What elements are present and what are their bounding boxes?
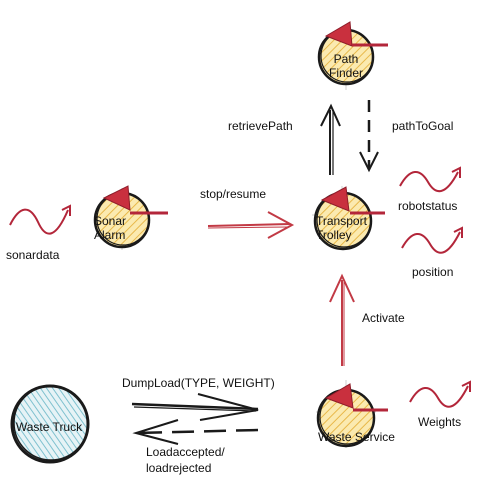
transport-trolley-node[interactable] <box>312 186 385 251</box>
waste-service-node[interactable] <box>316 380 388 448</box>
retrieve-path-label: retrievePath <box>228 119 293 133</box>
sonar-alarm-label-line1: Sonar <box>94 214 127 228</box>
robotstatus-label: robotstatus <box>398 199 458 213</box>
waste-service-label: Waste Service <box>318 430 410 444</box>
path-to-goal-arrow <box>359 100 379 173</box>
sonardata-label: sonardata <box>6 248 60 262</box>
transport-trolley-label: Transport Trolley <box>316 214 380 242</box>
path-finder-label-line2: Finder <box>328 66 363 80</box>
load-reply-label-line2: loadrejected <box>146 461 212 475</box>
path-to-goal-label: pathToGoal <box>392 119 454 133</box>
waste-truck-node[interactable] <box>10 384 90 464</box>
dump-load-label: DumpLoad(TYPE, WEIGHT) <box>122 376 275 390</box>
waste-service-label-line1: Waste Service <box>318 430 395 444</box>
sonar-alarm-node[interactable] <box>93 185 168 250</box>
stop-resume-label: stop/resume <box>200 187 267 201</box>
transport-trolley-label-line1: Transport <box>316 214 367 228</box>
weights-stream-icon <box>409 380 471 408</box>
path-finder-label: Path Finder <box>322 52 370 80</box>
activate-label: Activate <box>362 311 405 325</box>
robotstatus-stream-icon <box>399 166 461 193</box>
path-finder-label-line1: Path <box>333 52 359 66</box>
dump-load-arrow <box>131 393 259 421</box>
load-reply-label-line1: Loadaccepted/ <box>146 445 225 459</box>
position-label: position <box>412 265 454 279</box>
transport-trolley-label-line2: Trolley <box>316 228 352 242</box>
position-stream-icon <box>401 226 463 254</box>
sonar-alarm-label-line2: Alarm <box>94 228 126 242</box>
sonar-alarm-label: Sonar Alarm <box>94 214 138 242</box>
load-reply-arrow <box>132 419 259 445</box>
retrieve-path-arrow <box>320 103 341 175</box>
activate-arrow <box>329 273 355 366</box>
waste-truck-label-line1: Waste Truck <box>15 420 83 434</box>
stop-resume-arrow <box>207 211 295 239</box>
sonardata-stream-icon <box>9 204 71 235</box>
weights-label: Weights <box>418 415 462 429</box>
waste-truck-label: Waste Truck <box>6 420 92 434</box>
path-finder-node[interactable] <box>317 21 388 90</box>
